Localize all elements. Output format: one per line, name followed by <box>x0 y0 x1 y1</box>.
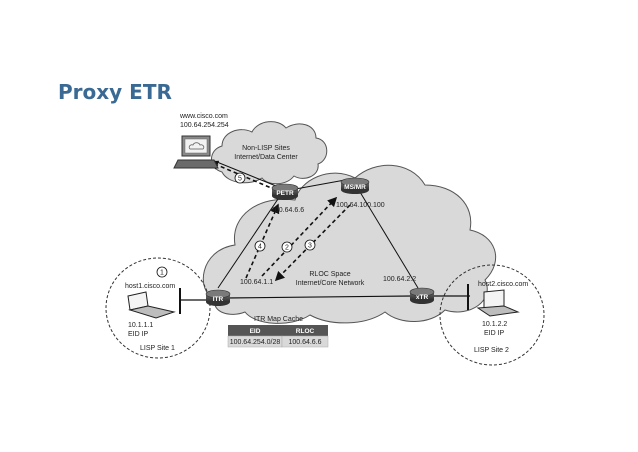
link-petr-msmr <box>289 179 346 191</box>
svg-text:MS/MR: MS/MR <box>344 184 366 191</box>
www-name: www.cisco.com <box>179 113 228 120</box>
msmr-router-icon: MS/MR <box>340 177 370 194</box>
nonlisp-line2: Internet/Data Center <box>234 154 298 161</box>
site1-label: LISP Site 1 <box>140 345 175 352</box>
nonlisp-cloud <box>211 121 328 185</box>
host2-eid: EID IP <box>484 330 505 337</box>
step-1-badge: 1 <box>156 266 168 278</box>
petr-ip: 100.64.6.6 <box>271 207 304 214</box>
col-eid-header: EID <box>250 328 261 335</box>
host1-eid: EID IP <box>128 331 149 338</box>
itr-ip: 100.64.1.1 <box>240 279 273 286</box>
host2-ip: 10.1.2.2 <box>482 321 507 328</box>
cache-eid-value: 100.64.254.0/28 <box>230 339 281 346</box>
xtr-ip: 100.64.2.2 <box>383 276 416 283</box>
host1-ip: 10.1.1.1 <box>128 322 153 329</box>
lisp-site-2-boundary <box>439 264 545 366</box>
step-2-badge: 2 <box>281 241 293 253</box>
host2-laptop-icon <box>476 289 520 317</box>
rloc-line1: RLOC Space <box>309 271 350 278</box>
svg-text:ITR: ITR <box>213 296 224 303</box>
nonlisp-line1: Non-LISP Sites <box>242 145 290 152</box>
link-itr-xtr <box>225 295 413 299</box>
map-cache-title: ITR Map Cache <box>254 316 303 323</box>
petr-router-icon: PETR <box>271 183 299 200</box>
svg-text:PETR: PETR <box>276 190 294 197</box>
arrow-step-4 <box>245 203 280 279</box>
col-rloc-header: RLOC <box>296 328 315 335</box>
msmr-ip: 100.64.100.100 <box>336 202 385 209</box>
arrow-step-2 <box>261 196 338 277</box>
web-server-icon <box>173 135 219 169</box>
svg-text:4: 4 <box>258 244 262 251</box>
step-5-badge: 5 <box>234 172 246 184</box>
page-title: Proxy ETR <box>58 80 172 104</box>
svg-text:xTR: xTR <box>416 294 429 301</box>
link-xtr-msmr <box>359 191 419 289</box>
step-3-badge: 3 <box>304 239 316 251</box>
itr-router-icon: ITR <box>205 289 231 306</box>
xtr-router-icon: xTR <box>409 287 435 304</box>
svg-text:3: 3 <box>308 243 312 250</box>
site2-label: LISP Site 2 <box>474 347 509 354</box>
link-itr-petr <box>217 195 281 289</box>
www-ip: 100.64.254.254 <box>180 122 229 129</box>
cache-rloc-value: 100.64.6.6 <box>288 339 321 346</box>
rloc-line2: Internet/Core Network <box>296 280 365 287</box>
lisp-site-1-boundary <box>105 257 211 359</box>
host2-name: host2.cisco.com <box>478 281 528 288</box>
map-cache-table: EID RLOC 100.64.254.0/28 100.64.6.6 <box>227 325 329 348</box>
host1-name: host1.cisco.com <box>125 283 175 290</box>
step-4-badge: 4 <box>254 240 266 252</box>
host1-laptop-icon <box>127 291 176 319</box>
link-server-petr <box>211 159 277 187</box>
svg-text:2: 2 <box>285 245 289 252</box>
svg-text:5: 5 <box>238 176 242 183</box>
svg-text:1: 1 <box>160 270 164 277</box>
